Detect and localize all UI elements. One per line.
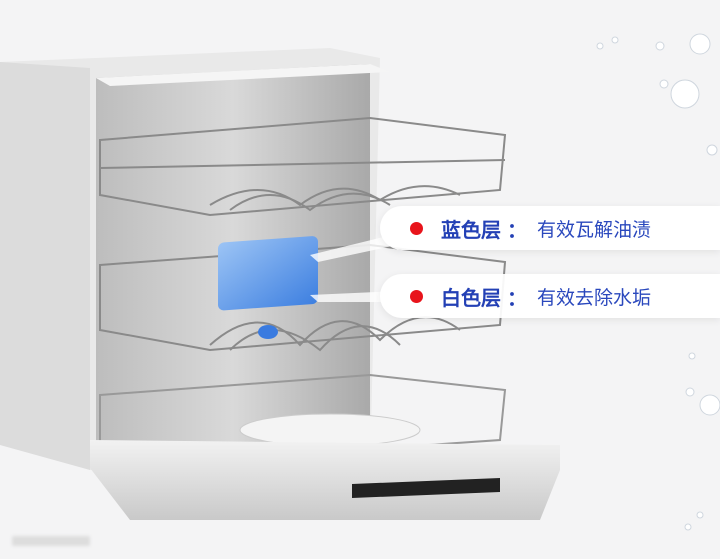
door xyxy=(90,440,560,520)
bullet-dot-icon xyxy=(410,289,423,303)
plate xyxy=(239,413,421,447)
control-panel xyxy=(352,478,500,498)
upper-rack xyxy=(99,116,507,217)
tub-top-edge xyxy=(96,64,390,86)
callout-title: 蓝色层 xyxy=(441,217,501,242)
callout-title: 白色层 xyxy=(441,285,501,310)
colon: ： xyxy=(507,285,527,310)
cabinet-side xyxy=(0,62,90,470)
callout-description: 有效去除水垢 xyxy=(537,286,652,309)
dishwasher-tablet xyxy=(218,236,318,339)
callout-description: 有效瓦解油渍 xyxy=(537,218,652,241)
water-droplets xyxy=(596,33,720,531)
callout-white-layer: 白色层 ： 有效去除水垢 xyxy=(380,274,720,318)
bullet-dot-icon xyxy=(410,221,423,235)
callout-blue-layer: 蓝色层 ： 有效瓦解油渍 xyxy=(380,206,720,250)
colon: ： xyxy=(507,217,527,242)
watermark xyxy=(12,536,90,546)
